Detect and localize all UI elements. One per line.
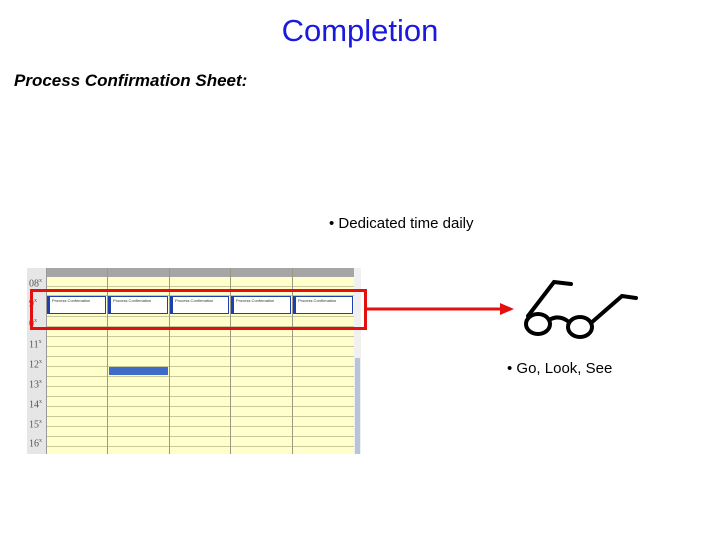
calendar-day-divider [292, 268, 293, 454]
calendar-header-bar [46, 268, 354, 277]
calendar-gridline [47, 295, 354, 296]
calendar-gridline [47, 336, 354, 337]
calendar-gridline [47, 326, 354, 327]
calendar-gridline [47, 366, 354, 367]
calendar-day-divider [230, 268, 231, 454]
calendar-gridline [47, 376, 354, 377]
calendar-day-divider [107, 268, 108, 454]
calendar-gridline [47, 316, 354, 317]
calendar-gridline [47, 406, 354, 407]
calendar-day-divider [169, 268, 170, 454]
bullet-dedicated-time: • Dedicated time daily [329, 215, 474, 232]
calendar-hour-label: 08x [29, 278, 42, 290]
slide-subtitle: Process Confirmation Sheet: [14, 71, 248, 90]
arrow-icon [366, 303, 514, 315]
calendar-event[interactable]: Process Confirmation [293, 296, 353, 314]
calendar-event[interactable]: Process Confirmation [170, 296, 229, 314]
calendar-gridline [47, 446, 354, 447]
calendar-gridline [47, 426, 354, 427]
calendar-hour-label: 12x [29, 359, 42, 371]
glasses-icon [524, 279, 638, 339]
calendar-event[interactable]: Process Confirmation [47, 296, 106, 314]
calendar-gridline [47, 356, 354, 357]
highlight-box [30, 289, 367, 330]
calendar-hour-label: 15x [29, 419, 42, 431]
calendar-event[interactable]: Process Confirmation [108, 296, 168, 314]
calendar-busy-block[interactable] [109, 367, 168, 375]
calendar-scrollbar-thumb[interactable] [355, 358, 360, 454]
calendar-gridline [47, 416, 354, 417]
calendar-gridline [47, 386, 354, 387]
calendar-hour-label: 11x [29, 339, 42, 351]
calendar-gridline [47, 286, 354, 287]
calendar-hour-label: 16x [29, 438, 42, 450]
calendar-gridline [47, 346, 354, 347]
calendar-gridline [47, 396, 354, 397]
slide-title: Completion [281, 13, 439, 48]
calendar-hour-label: 14x [29, 399, 42, 411]
bullet-go-look-see: • Go, Look, See [507, 360, 613, 377]
calendar-hour-label: 13x [29, 379, 42, 391]
calendar-event[interactable]: Process Confirmation [231, 296, 291, 314]
calendar-screenshot: 08x 9x 0x 11x 12x 13x 14x 15x 16x Proces… [27, 268, 361, 454]
calendar-gridline [47, 436, 354, 437]
